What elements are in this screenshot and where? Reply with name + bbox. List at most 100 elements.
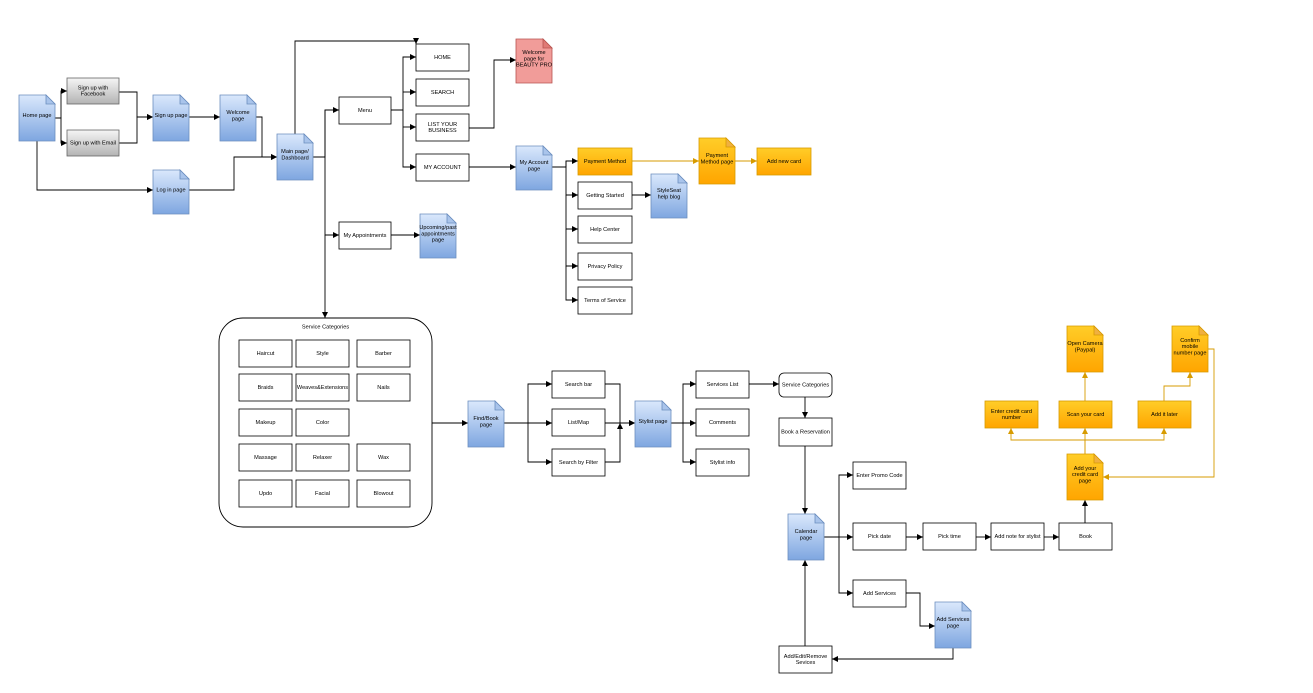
node-add-later[interactable]: Add it later [1137, 400, 1192, 429]
node-cat-braids[interactable]: Braids [238, 373, 293, 402]
node-comments[interactable]: Comments [695, 408, 750, 437]
document-shape [467, 400, 505, 448]
document-shape [276, 133, 314, 181]
connector-15 [402, 110, 416, 170]
node-label: Menu [358, 108, 372, 114]
document-shape [515, 145, 553, 191]
document-fold [494, 400, 505, 411]
node-label: page [432, 238, 444, 244]
node-scan-card[interactable]: Scan your card [1058, 400, 1113, 429]
node-my-appointments[interactable]: My Appointments [338, 221, 392, 250]
node-shape [415, 113, 470, 142]
node-cat-blowout[interactable]: Blowout [356, 479, 411, 508]
node-cat-wax[interactable]: Wax [356, 443, 411, 472]
connector-26 [504, 381, 552, 424]
node-open-camera[interactable]: Open Camera(Paypal) [1066, 325, 1104, 373]
node-search-bar[interactable]: Search bar [551, 370, 606, 399]
node-pick-date[interactable]: Pick date [852, 522, 907, 551]
node-pick-time[interactable]: Pick time [922, 522, 977, 551]
node-stylist-info[interactable]: Stylist info [695, 448, 750, 477]
node-stylist-page[interactable]: Stylist page [634, 400, 672, 448]
node-book[interactable]: Book [1058, 522, 1113, 551]
node-help-center[interactable]: Help Center [577, 215, 633, 244]
node-cat-massage[interactable]: Massage [238, 443, 293, 472]
node-payment-method[interactable]: Payment Method [577, 147, 633, 176]
node-shape [295, 479, 350, 508]
node-signup-email[interactable]: Sign up with Email [66, 129, 120, 157]
node-my-account[interactable]: MY ACCOUNT [415, 153, 470, 182]
node-services-list[interactable]: Services List [695, 370, 750, 399]
document-shape [219, 94, 257, 142]
node-label: HOME [434, 55, 451, 61]
node-cat-barber[interactable]: Barber [356, 339, 411, 368]
node-label: Dashboard [281, 155, 308, 161]
node-search[interactable]: SEARCH [415, 78, 470, 107]
node-enter-promo-code[interactable]: Enter Promo Code [852, 461, 907, 490]
node-cat-haircut[interactable]: Haircut [238, 339, 293, 368]
node-label: Facial [315, 491, 330, 497]
node-cat-facial[interactable]: Facial [295, 479, 350, 508]
node-label: Services List [707, 382, 739, 388]
connectors [36, 38, 1215, 662]
node-label: Sign up with [78, 85, 108, 91]
connector-22 [565, 266, 578, 303]
node-label: Help Center [590, 227, 620, 233]
node-label: number [1002, 415, 1021, 421]
document-fold [1093, 325, 1104, 336]
node-label: Add it later [1151, 412, 1178, 418]
node-label: Enter Promo Code [856, 473, 902, 479]
node-home-page[interactable]: Home page [18, 94, 56, 142]
node-list-map[interactable]: List/Map [551, 408, 606, 437]
node-cat-updo[interactable]: Updo [238, 479, 293, 508]
node-label: Stylist info [710, 460, 736, 466]
node-cat-weaves[interactable]: Weaves&Extensions [295, 373, 350, 402]
node-label: Service Categories [302, 324, 349, 330]
node-privacy-policy[interactable]: Privacy Policy [577, 252, 633, 281]
node-cat-relaxer[interactable]: Relaxer [295, 443, 350, 472]
node-menu[interactable]: Menu [338, 96, 392, 125]
node-search-by-filter[interactable]: Search by Filter [551, 448, 606, 477]
document-shape [152, 94, 190, 142]
node-signup-page[interactable]: Sign up page [152, 94, 190, 142]
node-add-new-card[interactable]: Add new card [756, 147, 812, 176]
node-label: Pick time [938, 534, 961, 540]
node-terms-of-service[interactable]: Terms of Service [577, 286, 633, 315]
node-label: mobile [1182, 344, 1198, 350]
node-label: page [800, 535, 812, 541]
node-service-categories[interactable]: Service Categories [778, 372, 833, 398]
node-add-services[interactable]: Add Services [852, 579, 907, 608]
node-cat-nails[interactable]: Nails [356, 373, 411, 402]
node-book-reservation[interactable]: Book a Reservation [778, 417, 833, 447]
node-login-page[interactable]: Log in page [152, 169, 190, 215]
node-home[interactable]: HOME [415, 43, 470, 72]
node-label: Search bar [565, 382, 592, 388]
node-shape [695, 408, 750, 437]
node-main-dashboard[interactable]: Main page/Dashboard [276, 133, 314, 181]
node-shape [756, 147, 812, 176]
node-getting-started[interactable]: Getting Started [577, 181, 633, 210]
connector-16 [469, 57, 516, 129]
node-label: Color [316, 420, 330, 426]
connector-32 [671, 381, 696, 424]
node-cat-style[interactable]: Style [295, 339, 350, 368]
node-add-note[interactable]: Add note for stylist [990, 522, 1045, 551]
node-cat-color[interactable]: Color [295, 408, 350, 437]
document-shape [419, 213, 457, 259]
node-cat-makeup[interactable]: Makeup [238, 408, 293, 437]
document-shape [698, 137, 736, 185]
